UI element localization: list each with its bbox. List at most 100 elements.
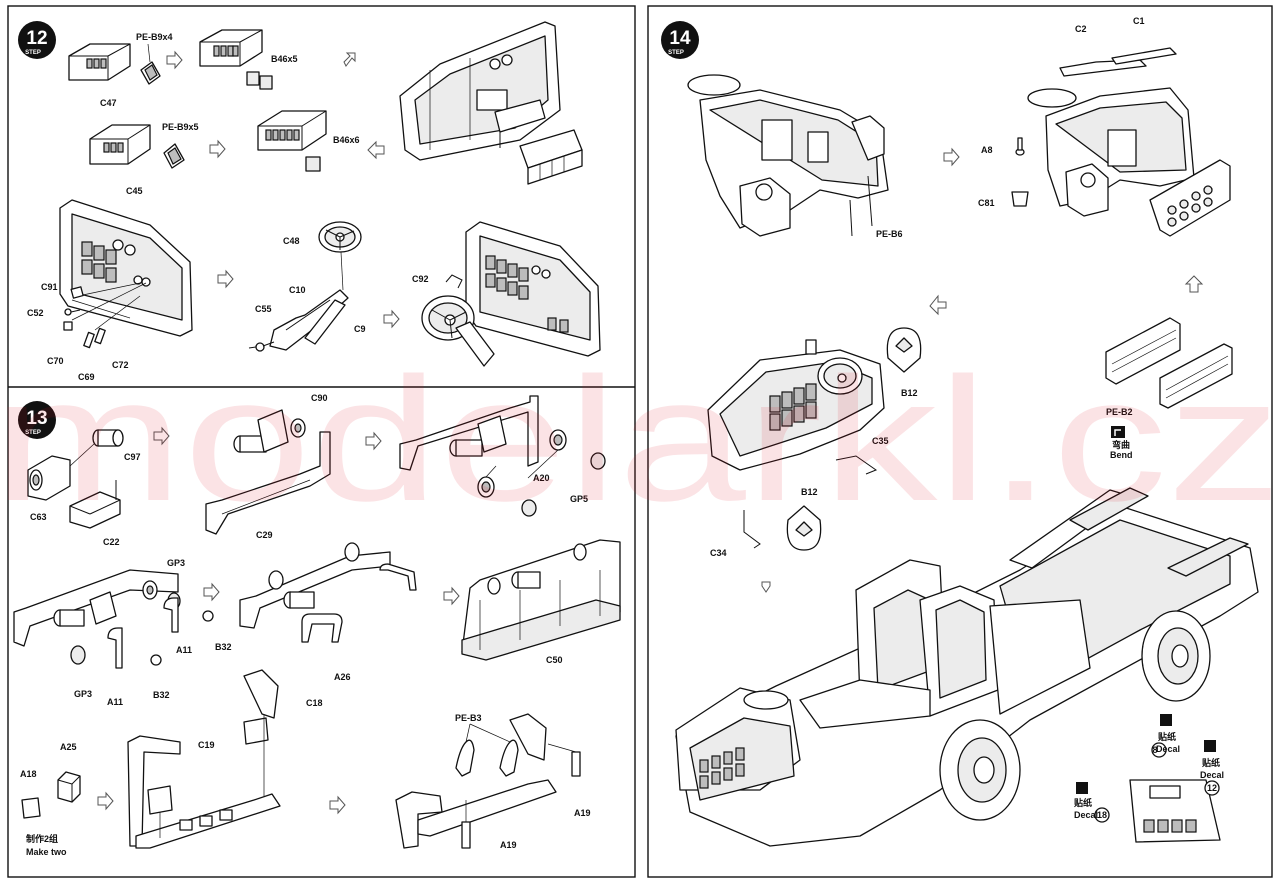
make-two-en: Make two xyxy=(26,847,67,857)
callout-c2: C2 xyxy=(1075,24,1087,34)
part-c92 xyxy=(445,274,463,289)
part-c72 xyxy=(94,327,106,345)
callout-c1: C1 xyxy=(1133,16,1145,26)
step-13-number: 13 xyxy=(26,408,47,429)
dashboard-panel-a xyxy=(399,21,583,185)
step-13-word: STEP xyxy=(25,430,41,436)
part-c22 xyxy=(69,480,121,529)
part-c55 xyxy=(248,341,275,352)
callout-pe-b6: PE-B6 xyxy=(876,229,903,239)
part-c63 xyxy=(27,455,71,501)
callout-a8: A8 xyxy=(981,145,993,155)
decal-18-number: 18 xyxy=(1097,810,1107,820)
arrow-icon xyxy=(329,795,346,815)
callout-a19-b: A19 xyxy=(500,840,517,850)
callout-b12-a: B12 xyxy=(901,388,918,398)
callout-c72: C72 xyxy=(112,360,129,370)
arrow-icon xyxy=(929,294,947,316)
callout-c48: C48 xyxy=(283,236,300,246)
callout-c29: C29 xyxy=(256,530,273,540)
step-12-number: 12 xyxy=(26,28,47,49)
callout-c35: C35 xyxy=(872,436,889,446)
callout-c47: C47 xyxy=(100,98,117,108)
callout-c55: C55 xyxy=(255,304,272,314)
step-12-word: STEP xyxy=(25,50,41,56)
decal-8-cn: 贴纸 xyxy=(1158,731,1176,742)
arrow-icon xyxy=(97,791,114,811)
callout-pe-b9x4: PE-B9x4 xyxy=(136,32,173,42)
callout-b46x6: B46x6 xyxy=(333,135,360,145)
callout-c90: C90 xyxy=(311,393,328,403)
part-c9 xyxy=(304,299,346,345)
part-a8 xyxy=(1015,137,1025,156)
callout-c97: C97 xyxy=(124,452,141,462)
part-c50-assembly xyxy=(461,539,621,661)
step-14-badge: 14 STEP xyxy=(661,21,699,59)
decal-18-cn: 贴纸 xyxy=(1074,797,1092,808)
arrow-icon xyxy=(443,586,460,606)
part-a20-assembly xyxy=(399,395,606,517)
part-b12-balloon-bottom xyxy=(786,505,822,551)
vehicle-chassis xyxy=(675,487,1259,847)
part-c45 xyxy=(89,124,185,169)
callout-c9: C9 xyxy=(354,324,366,334)
part-c48-steering-wheel xyxy=(318,221,362,291)
arrow-icon xyxy=(203,582,220,602)
part-c10-column xyxy=(269,289,349,351)
callout-c22: C22 xyxy=(103,537,120,547)
part-a25 xyxy=(57,771,81,803)
callout-c81: C81 xyxy=(978,198,995,208)
decal-8-en: Decal xyxy=(1156,744,1180,754)
bend-icon xyxy=(1111,426,1125,438)
callout-gp3-b: GP3 xyxy=(74,689,92,699)
part-c35 xyxy=(835,455,878,475)
arrow-icon xyxy=(166,50,183,70)
part-a18 xyxy=(21,797,41,819)
part-b46-assembly-a xyxy=(199,29,273,90)
decal-icon-12 xyxy=(1204,740,1220,796)
arrow-icon xyxy=(943,147,960,167)
part-c97 xyxy=(92,429,124,447)
decal-18-en: Decal xyxy=(1074,810,1098,820)
decal-8-number: 8 xyxy=(1152,745,1157,755)
callout-pe-b3: PE-B3 xyxy=(455,713,482,723)
dashboard-panel-c xyxy=(465,221,601,357)
callout-c50: C50 xyxy=(546,655,563,665)
part-c52 xyxy=(64,308,81,316)
arrow-icon xyxy=(209,139,226,159)
callout-a26: A26 xyxy=(334,672,351,682)
callout-a25: A25 xyxy=(60,742,77,752)
arrow-icon xyxy=(383,309,400,329)
callout-pe-b2: PE-B2 xyxy=(1106,407,1133,417)
wheel-front xyxy=(939,719,1021,821)
decal-icon-8 xyxy=(1151,714,1172,758)
callout-a20: A20 xyxy=(533,473,550,483)
step-12-badge: 12 STEP xyxy=(18,21,56,59)
cab-frame-b xyxy=(1027,47,1231,237)
callout-c63: C63 xyxy=(30,512,47,522)
callout-c34: C34 xyxy=(710,548,727,558)
arrow-icon xyxy=(365,431,382,451)
axle-assembly-b xyxy=(239,542,417,643)
callout-gp5: GP5 xyxy=(570,494,588,504)
callout-c92: C92 xyxy=(412,274,429,284)
part-c34 xyxy=(743,510,761,549)
right-panel-frame xyxy=(647,5,1273,878)
callout-b32-a: B32 xyxy=(215,642,232,652)
left-panel-frame xyxy=(7,5,636,878)
dashboard-panel-b xyxy=(59,199,193,337)
bend-cn: 弯曲 xyxy=(1112,439,1130,450)
axle-assembly-a xyxy=(13,569,214,669)
callout-pe-b9x5: PE-B9x5 xyxy=(162,122,199,132)
decal-12-number: 12 xyxy=(1207,783,1217,793)
decal-icon-18 xyxy=(1076,782,1110,823)
callout-c10: C10 xyxy=(289,285,306,295)
callout-a11-a: A11 xyxy=(176,645,192,655)
part-c47 xyxy=(68,43,131,81)
watermark-text: modelarkl.cz xyxy=(0,342,1280,538)
callout-c45: C45 xyxy=(126,186,143,196)
callout-gp3-a: GP3 xyxy=(167,558,185,568)
steering-wheel-installed xyxy=(421,295,495,367)
step-14-word: STEP xyxy=(668,50,684,56)
step-14-number: 14 xyxy=(669,28,691,49)
